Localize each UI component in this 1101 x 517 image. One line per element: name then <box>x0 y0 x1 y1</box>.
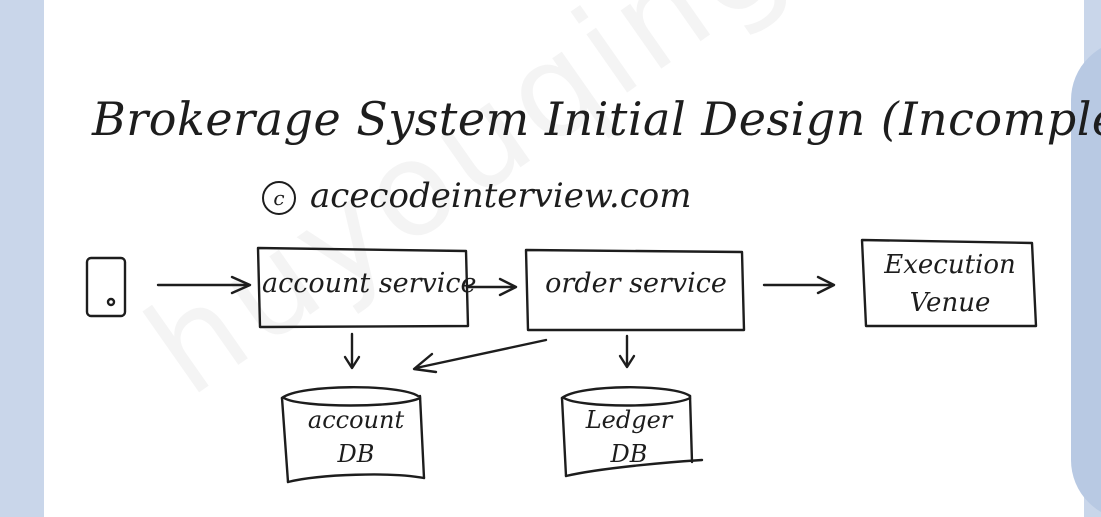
ledgerdb-top <box>560 386 692 400</box>
accountdb-top <box>280 386 420 400</box>
ledgerdb-right-side <box>688 394 694 464</box>
arrow-order-to-accountdb <box>414 338 548 370</box>
account-service-label: account service <box>262 268 477 299</box>
arrowhead-client-to-account <box>230 275 252 295</box>
copyright-line: c acecodeinterview.com <box>262 176 691 216</box>
execution-venue-label-line1: Execution <box>884 250 1016 280</box>
accountdb-right-side <box>418 394 426 480</box>
ledgerdb-bottom <box>564 458 704 478</box>
accountdb-top-rim <box>282 396 422 407</box>
arrowhead-order-to-execution <box>816 275 836 295</box>
ledgerdb-top-rim <box>562 396 692 407</box>
right-frame-edge <box>1071 40 1101 517</box>
copyright-icon: c <box>262 181 296 215</box>
copyright-site: acecodeinterview.com <box>310 176 692 216</box>
ledger-db-label-line2: DB <box>610 440 648 468</box>
ledgerdb-left-side <box>560 396 568 478</box>
arrowhead-account-to-order <box>498 277 518 297</box>
arrowhead-order-to-ledgerdb <box>618 354 636 369</box>
arrowhead-account-to-accountdb <box>343 355 361 370</box>
client-device-button <box>106 297 116 307</box>
account-service-box <box>256 246 470 329</box>
accountdb-bottom <box>286 473 426 484</box>
diagram-title: Brokerage System Initial Design (Incompl… <box>92 92 1101 146</box>
client-device-icon <box>85 256 127 318</box>
order-service-box <box>524 248 746 332</box>
account-db-label-line1: account <box>307 406 405 434</box>
account-db-label-line2: DB <box>337 440 375 468</box>
order-service-label: order service <box>545 268 727 299</box>
ledger-db-label-line1: Ledger <box>585 406 673 434</box>
execution-venue-box <box>860 238 1038 328</box>
accountdb-left-side <box>280 396 290 484</box>
arrowhead-order-to-accountdb <box>412 352 438 374</box>
execution-venue-label-line2: Venue <box>909 288 991 318</box>
